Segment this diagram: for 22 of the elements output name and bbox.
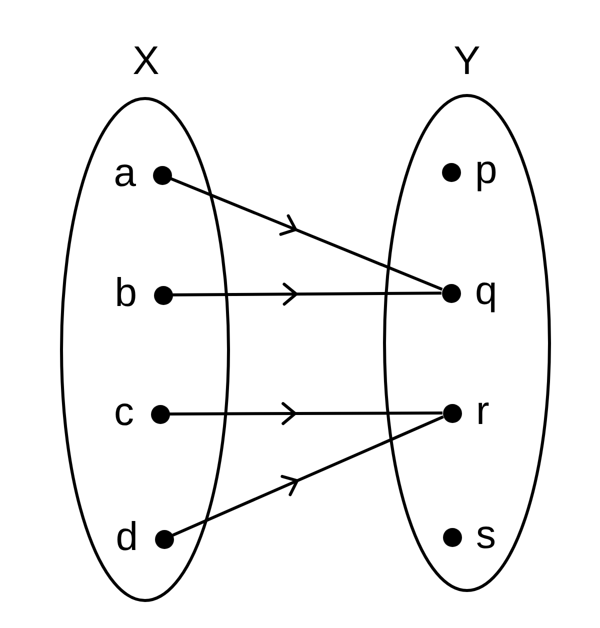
element-label: r bbox=[476, 391, 490, 431]
element-dot bbox=[154, 530, 174, 548]
arrow bbox=[172, 415, 444, 537]
arrow bbox=[172, 282, 442, 306]
set-label: X bbox=[132, 39, 160, 83]
element-dot bbox=[442, 528, 462, 546]
element-dot bbox=[150, 404, 170, 424]
arrow bbox=[170, 402, 442, 426]
arrow bbox=[170, 177, 443, 291]
element-dot bbox=[442, 162, 460, 182]
element-label: d bbox=[116, 517, 138, 557]
element-dot bbox=[442, 404, 462, 422]
element-label: q bbox=[475, 271, 498, 311]
element-label: b bbox=[114, 273, 137, 313]
element-label: a bbox=[114, 153, 136, 193]
element-label: s bbox=[476, 515, 496, 555]
element-label: p bbox=[475, 150, 498, 190]
element-dot bbox=[154, 286, 172, 304]
element-dot bbox=[442, 284, 460, 302]
element-dot bbox=[152, 166, 172, 184]
set-label: Y bbox=[454, 39, 480, 83]
element-label: c bbox=[114, 392, 134, 432]
